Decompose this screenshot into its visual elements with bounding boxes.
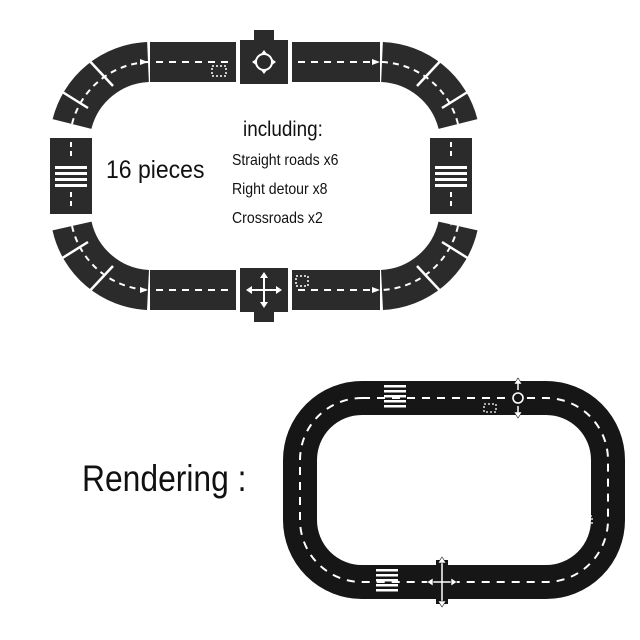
track-pieces-illustration <box>50 30 478 322</box>
crosswalk-icon <box>376 385 406 592</box>
rendering-label: Rendering : <box>82 458 247 499</box>
curve-top-right <box>380 42 478 130</box>
crossroads-pieces <box>240 30 288 322</box>
curve-markings <box>71 61 459 291</box>
curve-separators <box>55 55 475 297</box>
pieces-count-label: 16 pieces <box>106 156 205 184</box>
straight-pieces-sides <box>50 138 472 214</box>
direction-arrow-icon <box>68 59 454 293</box>
feature-right-detour: Right detour x8 <box>232 181 328 198</box>
roundabout-icon <box>252 50 276 74</box>
crossroad-arrows-icon <box>426 556 458 608</box>
roundabout-icon <box>512 377 524 419</box>
including-heading: including: <box>243 118 323 141</box>
curve-top-left <box>52 42 150 130</box>
crossroad-arrows-icon <box>246 272 282 308</box>
crosswalk-icon <box>55 166 467 187</box>
straight-pieces-top <box>150 42 380 82</box>
curve-bottom-left <box>52 220 150 310</box>
feature-straight-roads: Straight roads x6 <box>232 152 339 169</box>
curve-bottom-right <box>380 220 478 310</box>
feature-crossroads: Crossroads x2 <box>232 210 323 227</box>
straight-pieces-bottom <box>150 270 380 310</box>
